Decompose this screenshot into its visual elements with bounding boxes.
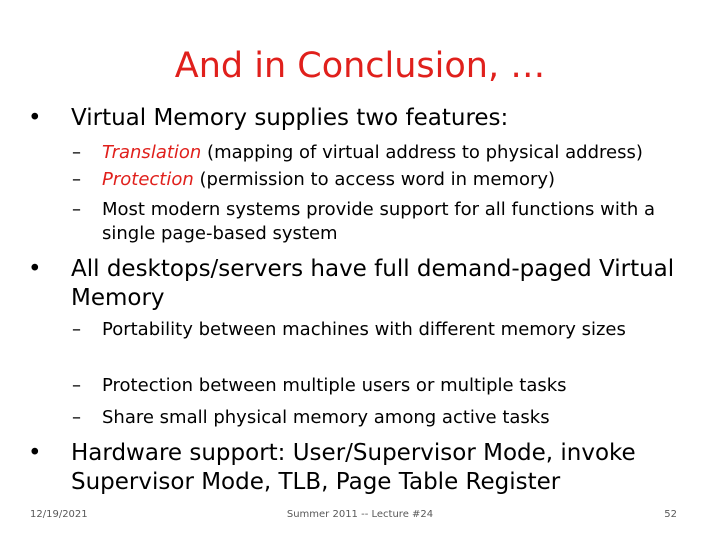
bullet-hardware-support: • Hardware support: User/Supervisor Mode… — [28, 439, 698, 497]
bullet-text: Hardware support: User/Supervisor Mode, … — [71, 440, 636, 495]
bullet-text: All desktops/servers have full demand-pa… — [71, 256, 675, 311]
sub-bullet-dash: – — [72, 407, 81, 428]
sub-bullet-text: Protection between multiple users or mul… — [102, 375, 567, 396]
footer-lecture: Summer 2011 -- Lecture #24 — [286, 509, 434, 520]
sub-bullet-protection: – Protection (permission to access word … — [72, 168, 692, 192]
bullet-dot: • — [28, 256, 42, 282]
bullet-virtual-memory: • Virtual Memory supplies two features: — [28, 104, 698, 133]
sub-bullet-text: Share small physical memory among active… — [102, 407, 550, 428]
sub-bullet-dash: – — [72, 319, 81, 340]
sub-bullet-dash: – — [72, 169, 81, 190]
sub-bullet-portability: – Portability between machines with diff… — [72, 318, 692, 342]
footer-page-number: 52 — [664, 509, 677, 520]
sub-bullet-dash: – — [72, 142, 81, 163]
slide-title: And in Conclusion, … — [174, 46, 546, 86]
sub-bullet-text: Most modern systems provide support for … — [102, 199, 656, 244]
sub-bullet-share-memory: – Share small physical memory among acti… — [72, 406, 692, 430]
sub-bullet-dash: – — [72, 199, 81, 220]
footer-date: 12/19/2021 — [30, 509, 88, 520]
sub-bullet-text: Portability between machines with differ… — [102, 319, 626, 340]
sub-bullet-translation: – Translation (mapping of virtual addres… — [72, 141, 692, 165]
bullet-dot: • — [28, 440, 42, 466]
bullet-text: Virtual Memory supplies two features: — [71, 105, 509, 131]
sub-bullet-modern-systems: – Most modern systems provide support fo… — [72, 198, 692, 246]
sub-bullet-text: (mapping of virtual address to physical … — [201, 142, 643, 163]
keyword-translation: Translation — [102, 142, 202, 163]
bullet-demand-paged: • All desktops/servers have full demand-… — [28, 255, 698, 313]
sub-bullet-text: (permission to access word in memory) — [193, 169, 556, 190]
sub-bullet-protection-users: – Protection between multiple users or m… — [72, 374, 692, 398]
bullet-dot: • — [28, 105, 42, 131]
sub-bullet-dash: – — [72, 375, 81, 396]
keyword-protection: Protection — [102, 169, 194, 190]
